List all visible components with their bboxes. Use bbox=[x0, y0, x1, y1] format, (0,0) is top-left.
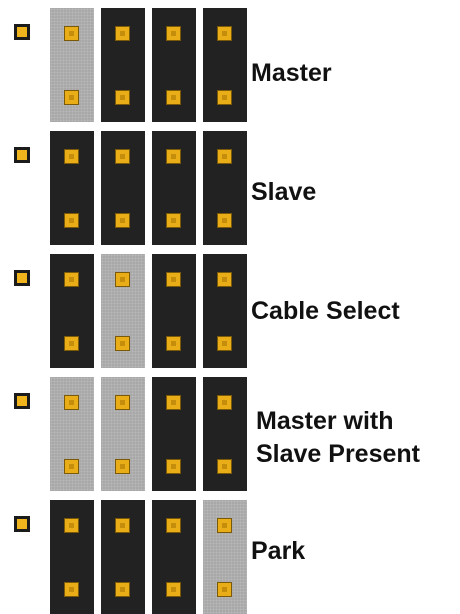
pin bbox=[64, 213, 79, 228]
pin bbox=[166, 90, 181, 105]
pin bbox=[166, 272, 181, 287]
config-slave: Slave bbox=[0, 131, 460, 245]
config-label: Park bbox=[251, 534, 305, 568]
config-label-line: Slave Present bbox=[256, 440, 420, 468]
pin bbox=[64, 26, 79, 41]
jumper-block-4-open bbox=[203, 131, 247, 245]
jumper-block-4-jumpered bbox=[203, 500, 247, 614]
config-label-line: Master bbox=[251, 59, 332, 87]
pin bbox=[217, 395, 232, 410]
jumper-block-1-open bbox=[50, 254, 94, 368]
config-label: Master bbox=[251, 56, 332, 90]
jumper-block-4-open bbox=[203, 8, 247, 122]
pin bbox=[166, 336, 181, 351]
jumper-block-2-open bbox=[101, 500, 145, 614]
pin bbox=[166, 213, 181, 228]
jumper-block-2-open bbox=[101, 131, 145, 245]
pin bbox=[166, 149, 181, 164]
pin bbox=[217, 459, 232, 474]
config-master: Master bbox=[0, 8, 460, 122]
jumper-block-1-jumpered bbox=[50, 377, 94, 491]
pin bbox=[217, 26, 232, 41]
config-label: Master with Slave Present bbox=[256, 405, 420, 471]
pin bbox=[64, 582, 79, 597]
pin bbox=[64, 336, 79, 351]
pin bbox=[115, 395, 130, 410]
jumper-block-1-open bbox=[50, 131, 94, 245]
jumper-block-3-open bbox=[152, 377, 196, 491]
config-master-with-slave-present: Master with Slave Present bbox=[0, 377, 460, 491]
pin bbox=[64, 149, 79, 164]
jumper-block-2-jumpered bbox=[101, 254, 145, 368]
standalone-pin bbox=[14, 147, 30, 163]
jumper-block-4-open bbox=[203, 377, 247, 491]
pin bbox=[64, 272, 79, 287]
jumper-block-3-open bbox=[152, 500, 196, 614]
config-park: Park bbox=[0, 500, 460, 614]
pin bbox=[217, 582, 232, 597]
pin bbox=[217, 336, 232, 351]
pin bbox=[115, 582, 130, 597]
pin bbox=[64, 518, 79, 533]
pin bbox=[166, 518, 181, 533]
pin bbox=[115, 272, 130, 287]
pin bbox=[115, 26, 130, 41]
pin bbox=[64, 90, 79, 105]
pin bbox=[166, 582, 181, 597]
pin bbox=[217, 518, 232, 533]
standalone-pin bbox=[14, 516, 30, 532]
jumper-block-2-open bbox=[101, 8, 145, 122]
pin bbox=[115, 149, 130, 164]
pin bbox=[217, 213, 232, 228]
pin bbox=[217, 272, 232, 287]
config-cable-select: Cable Select bbox=[0, 254, 460, 368]
jumper-block-3-open bbox=[152, 8, 196, 122]
jumper-block-1-open bbox=[50, 500, 94, 614]
config-label: Cable Select bbox=[251, 294, 400, 328]
jumper-block-4-open bbox=[203, 254, 247, 368]
jumper-block-1-jumpered bbox=[50, 8, 94, 122]
pin bbox=[115, 518, 130, 533]
pin bbox=[64, 459, 79, 474]
pin bbox=[115, 90, 130, 105]
config-label-line: Cable Select bbox=[251, 297, 400, 325]
pin bbox=[115, 336, 130, 351]
pin bbox=[217, 149, 232, 164]
pin bbox=[166, 26, 181, 41]
config-label-line: Master with bbox=[256, 407, 394, 435]
pin bbox=[217, 90, 232, 105]
jumper-block-2-jumpered bbox=[101, 377, 145, 491]
jumper-block-3-open bbox=[152, 254, 196, 368]
standalone-pin bbox=[14, 24, 30, 40]
pin bbox=[64, 395, 79, 410]
pin bbox=[115, 459, 130, 474]
config-label-line: Slave bbox=[251, 178, 317, 206]
standalone-pin bbox=[14, 393, 30, 409]
config-label: Slave bbox=[251, 175, 316, 209]
pin bbox=[166, 395, 181, 410]
pin bbox=[166, 459, 181, 474]
standalone-pin bbox=[14, 270, 30, 286]
pin bbox=[115, 213, 130, 228]
config-label-line: Park bbox=[251, 537, 306, 565]
jumper-block-3-open bbox=[152, 131, 196, 245]
